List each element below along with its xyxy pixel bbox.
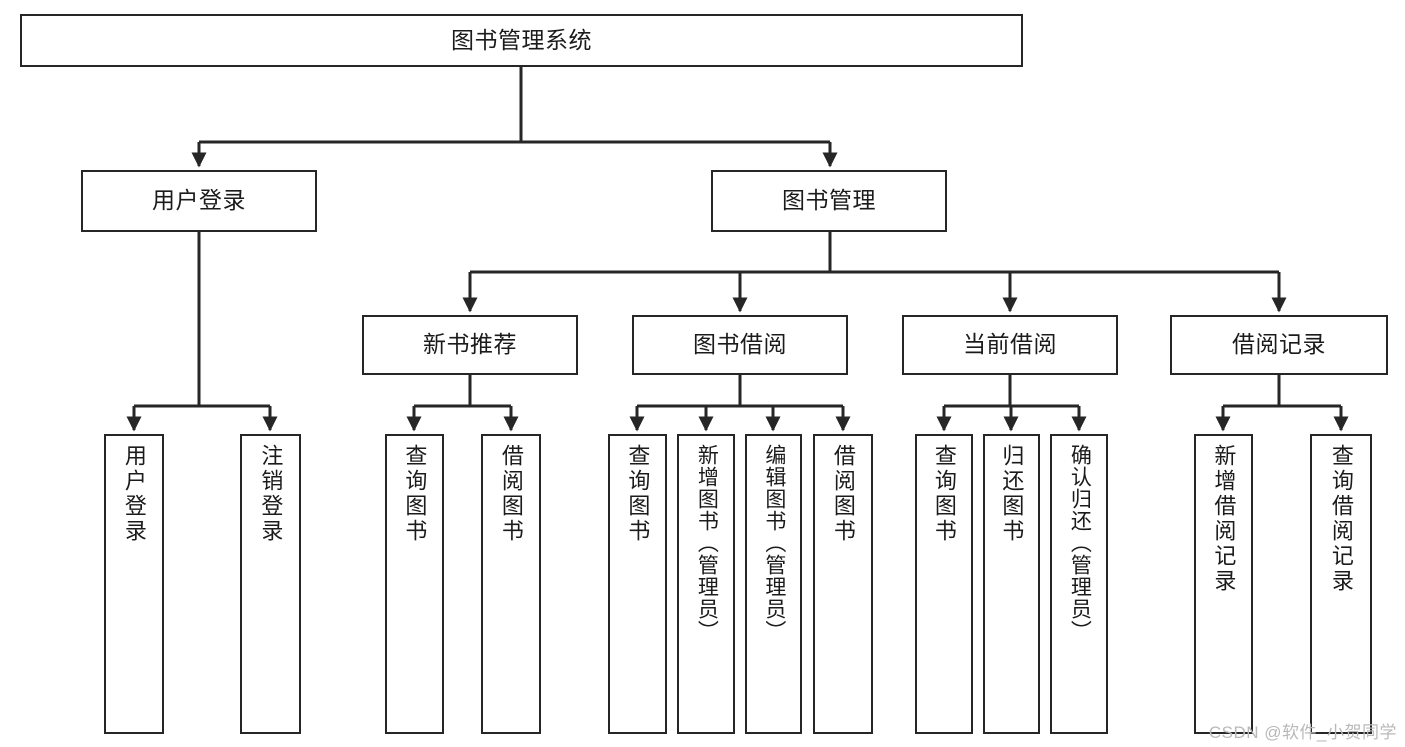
node-new-book-recommend[interactable]: 新书推荐 bbox=[362, 315, 578, 375]
node-leaf-logout-login[interactable]: 注销登录 bbox=[240, 434, 301, 734]
node-current-borrow-label: 当前借阅 bbox=[963, 331, 1057, 358]
node-leaf-query-book-recommend[interactable]: 查询图书 bbox=[385, 434, 444, 734]
node-leaf-query-book-borrow[interactable]: 查询图书 bbox=[608, 434, 667, 734]
node-leaf-borrow-book-label: 借阅图书 bbox=[830, 444, 856, 544]
node-root[interactable]: 图书管理系统 bbox=[20, 14, 1023, 67]
node-leaf-user-login-label: 用户登录 bbox=[121, 444, 147, 544]
node-leaf-confirm-return-admin-label: 确认归还（管理员） bbox=[1068, 444, 1092, 642]
node-leaf-query-book-recommend-label: 查询图书 bbox=[402, 444, 428, 544]
node-current-borrow[interactable]: 当前借阅 bbox=[902, 315, 1118, 375]
node-user-login-label: 用户登录 bbox=[152, 187, 246, 214]
node-leaf-add-book-admin-label: 新增图书（管理员） bbox=[695, 444, 719, 642]
node-book-borrow-label: 图书借阅 bbox=[693, 331, 787, 358]
node-leaf-query-book-current-label: 查询图书 bbox=[931, 444, 957, 544]
node-leaf-add-borrow-record-label: 新增借阅记录 bbox=[1211, 444, 1237, 594]
node-book-manage-label: 图书管理 bbox=[782, 187, 876, 214]
node-user-login[interactable]: 用户登录 bbox=[81, 170, 317, 232]
node-leaf-borrow-book-recommend-label: 借阅图书 bbox=[498, 444, 524, 544]
node-borrow-record-label: 借阅记录 bbox=[1232, 331, 1326, 358]
node-leaf-edit-book-admin-label: 编辑图书（管理员） bbox=[762, 444, 786, 642]
node-book-manage[interactable]: 图书管理 bbox=[711, 170, 947, 232]
node-leaf-return-book[interactable]: 归还图书 bbox=[983, 434, 1040, 734]
node-leaf-query-book-borrow-label: 查询图书 bbox=[625, 444, 651, 544]
node-leaf-edit-book-admin[interactable]: 编辑图书（管理员） bbox=[745, 434, 802, 734]
node-new-book-recommend-label: 新书推荐 bbox=[423, 331, 517, 358]
node-leaf-query-borrow-record-label: 查询借阅记录 bbox=[1328, 444, 1354, 594]
node-leaf-borrow-book[interactable]: 借阅图书 bbox=[813, 434, 873, 734]
node-root-label: 图书管理系统 bbox=[451, 26, 592, 53]
node-leaf-add-book-admin[interactable]: 新增图书（管理员） bbox=[677, 434, 735, 734]
node-leaf-confirm-return-admin[interactable]: 确认归还（管理员） bbox=[1050, 434, 1108, 734]
node-leaf-add-borrow-record[interactable]: 新增借阅记录 bbox=[1194, 434, 1253, 734]
node-leaf-query-book-current[interactable]: 查询图书 bbox=[915, 434, 973, 734]
node-borrow-record[interactable]: 借阅记录 bbox=[1170, 315, 1388, 375]
node-leaf-query-borrow-record[interactable]: 查询借阅记录 bbox=[1310, 434, 1372, 734]
node-leaf-logout-login-label: 注销登录 bbox=[258, 444, 284, 544]
node-book-borrow[interactable]: 图书借阅 bbox=[632, 315, 848, 375]
node-leaf-user-login[interactable]: 用户登录 bbox=[104, 434, 164, 734]
node-leaf-return-book-label: 归还图书 bbox=[999, 444, 1025, 544]
node-leaf-borrow-book-recommend[interactable]: 借阅图书 bbox=[481, 434, 541, 734]
